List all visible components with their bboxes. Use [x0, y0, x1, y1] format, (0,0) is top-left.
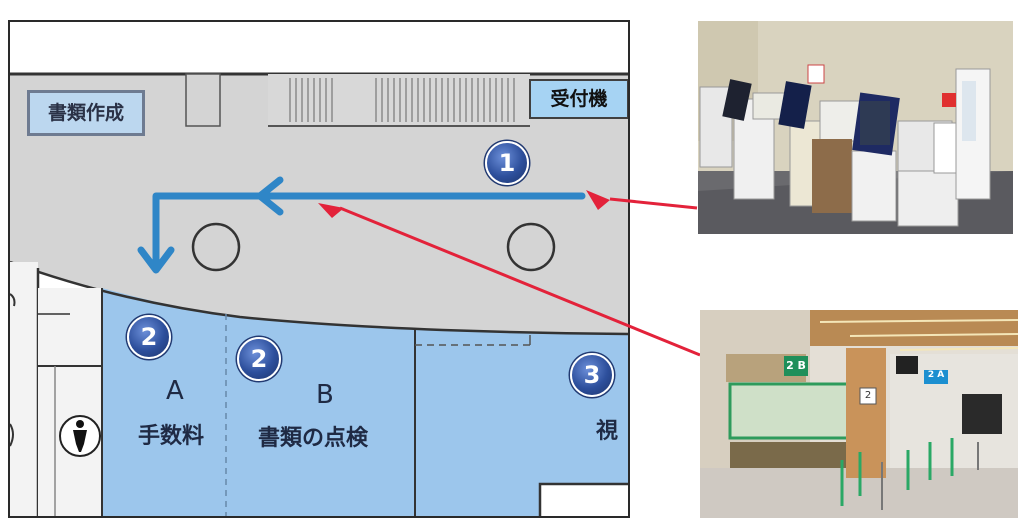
route-arrow [137, 176, 586, 274]
badge-1: 1 [485, 141, 529, 185]
reception-machine-label: 受付機 [529, 79, 628, 119]
counter-a-name: 手数料 [138, 424, 205, 449]
pointer-arrow-heads [318, 190, 610, 218]
bottom-notch [538, 482, 628, 516]
pillar-circle-left [191, 222, 241, 272]
floor-map: 書類作成 受付機 1 2 2 3 A 手数料 B 書類の点検 視 [8, 20, 630, 518]
badge-2b: 2 [237, 337, 281, 381]
badge-3: 3 [570, 353, 614, 397]
counter-hall-photo: 2 B 2 A 2 [700, 310, 1018, 518]
counter-c-name: 視 [596, 419, 619, 444]
counter-a-letter: A [166, 376, 184, 406]
pillar-block [185, 73, 221, 127]
hall-sign-2a: 2 A [927, 370, 945, 380]
kiosk-photo [698, 21, 1013, 234]
hall-sign-2b: 2 B [786, 359, 806, 372]
counter-b-letter: B [316, 380, 334, 410]
badge-2a: 2 [127, 315, 171, 359]
hall-number-sign: 2 [864, 390, 872, 401]
counter-b-name: 書類の点検 [258, 426, 369, 451]
document-writing-label: 書類作成 [27, 90, 145, 136]
staircase [268, 74, 530, 127]
restroom-room [38, 288, 102, 516]
